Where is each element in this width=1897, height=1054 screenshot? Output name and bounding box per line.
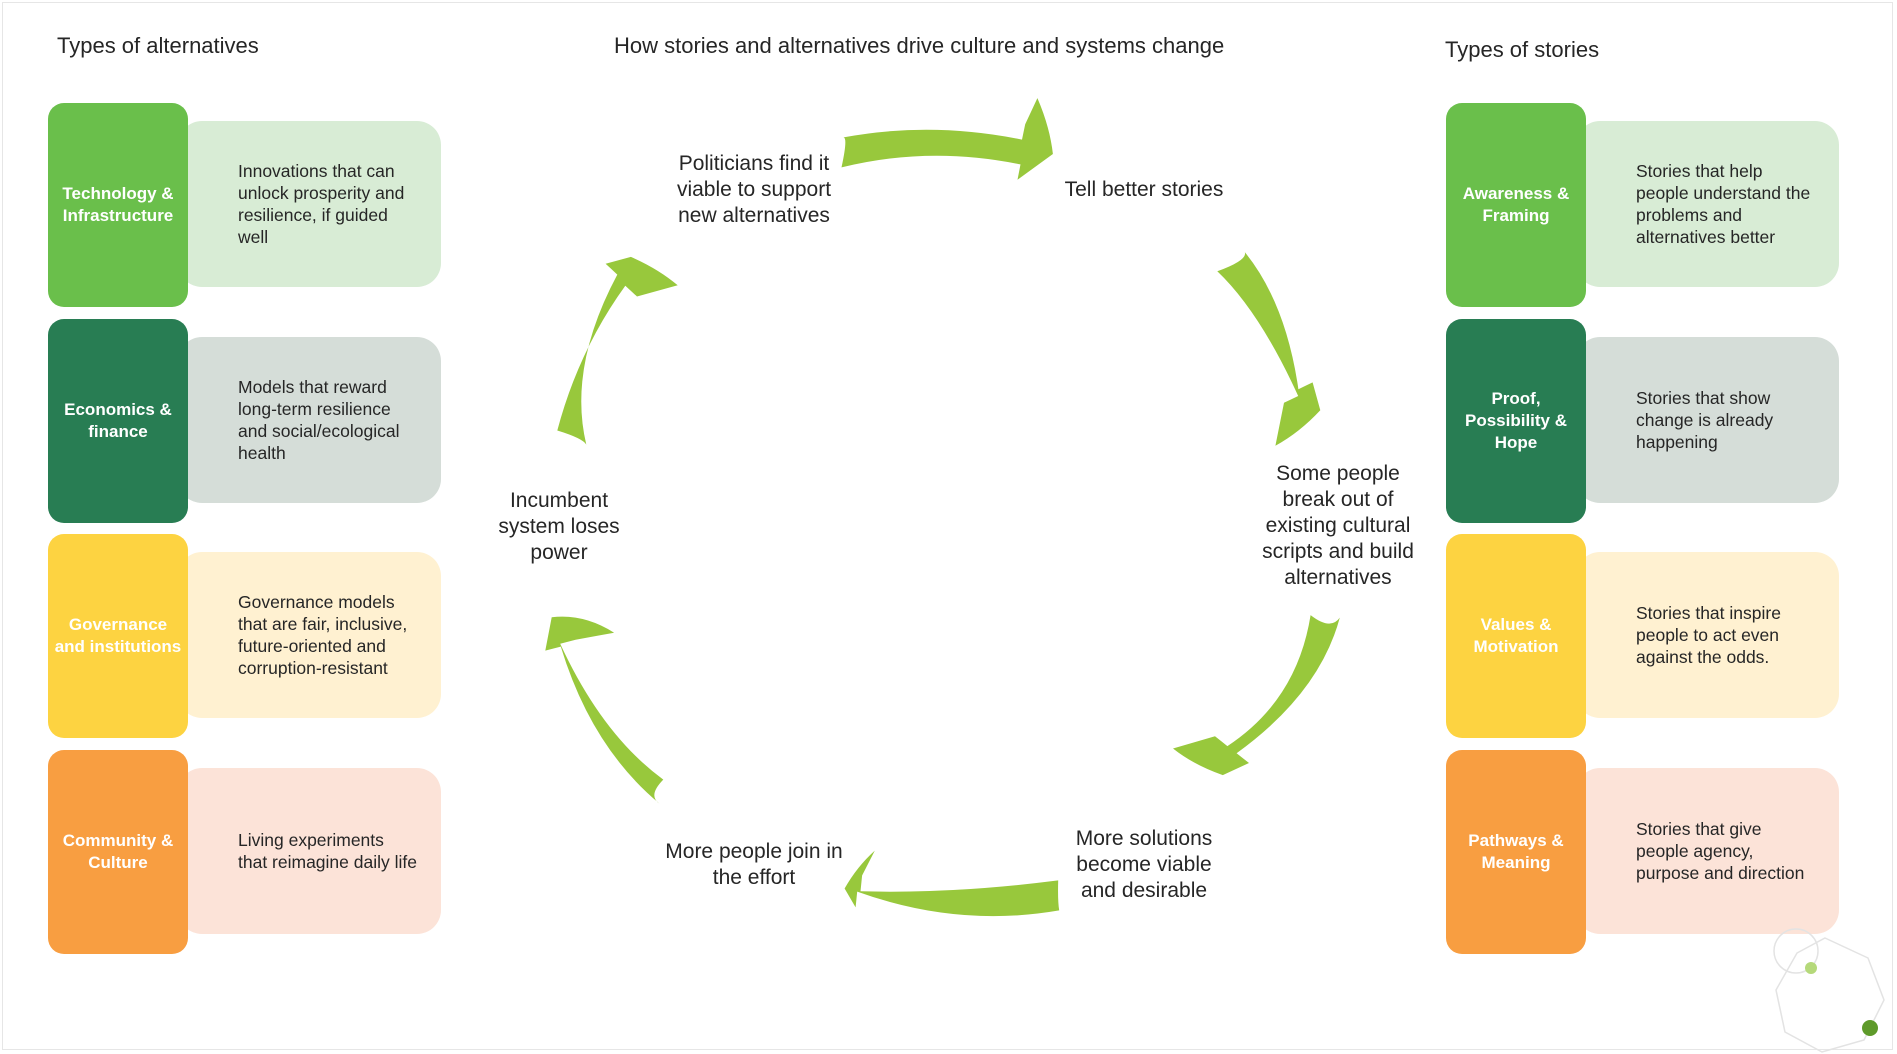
alternatives-title: Types of alternatives: [57, 33, 259, 58]
cycle-arrow-6: [557, 256, 678, 445]
alternative-label: Economics & finance: [48, 319, 188, 523]
cycle-arrow-5: [545, 616, 664, 804]
alternative-label: Technology & Infrastructure: [48, 103, 188, 307]
diagram-title: How stories and alternatives drive cultu…: [614, 33, 1225, 58]
cycle-step-break-out: Some people break out of existing cultur…: [1262, 462, 1414, 589]
alternative-description-box: Models that reward long-term resilience …: [178, 337, 441, 503]
alternative-card: Models that reward long-term resilience …: [48, 319, 441, 523]
cycle-step-politicians-support: Politicians find it viable to support ne…: [676, 152, 832, 227]
story-label: Pathways & Meaning: [1446, 750, 1586, 954]
story-card: Stories that help people understand the …: [1446, 103, 1839, 307]
story-description: Stories that help people understand the …: [1636, 161, 1811, 247]
cycle-step-solutions-viable: More solutions become viable and desirab…: [1075, 827, 1213, 902]
story-description: Stories that give people agency, purpose…: [1636, 819, 1805, 883]
story-label: Values & Motivation: [1446, 534, 1586, 738]
story-card: Stories that inspire people to act even …: [1446, 534, 1839, 738]
corner-decoration: [1773, 928, 1885, 1053]
alternative-label: Community & Culture: [48, 750, 188, 954]
cycle-arrow-3: [1173, 615, 1340, 776]
alternative-card: Governance models that are fair, inclusi…: [48, 534, 441, 738]
story-label: Awareness & Framing: [1446, 103, 1586, 307]
alternative-description: Innovations that can unlock prosperity a…: [238, 161, 405, 247]
cycle-step-incumbent-loses-power: Incumbent system loses power: [498, 489, 620, 564]
alternative-card: Living experiments that reimagine daily …: [48, 750, 441, 954]
cycle-step-tell-better-stories: Tell better stories: [1064, 178, 1224, 201]
story-description: Stories that inspire people to act even …: [1636, 603, 1781, 667]
alternative-description-box: Governance models that are fair, inclusi…: [178, 552, 441, 718]
story-description: Stories that show change is already happ…: [1636, 388, 1774, 452]
story-description-box: Stories that inspire people to act even …: [1576, 552, 1839, 718]
story-card: Stories that give people agency, purpose…: [1446, 750, 1839, 954]
alternative-card: Innovations that can unlock prosperity a…: [48, 103, 441, 307]
story-description-box: Stories that show change is already happ…: [1576, 337, 1839, 503]
stories-title: Types of stories: [1445, 37, 1600, 62]
story-label: Proof, Possibility & Hope: [1446, 319, 1586, 523]
alternative-description-box: Innovations that can unlock prosperity a…: [178, 121, 441, 287]
story-description-box: Stories that give people agency, purpose…: [1576, 768, 1839, 934]
cycle-step-people-join: More people join in the effort: [665, 840, 843, 889]
story-card: Stories that show change is already happ…: [1446, 319, 1839, 523]
alternative-description-box: Living experiments that reimagine daily …: [178, 768, 441, 934]
story-description-box: Stories that help people understand the …: [1576, 121, 1839, 287]
cycle-arrow-4: [844, 850, 1060, 917]
alternative-description: Living experiments that reimagine daily …: [238, 830, 417, 872]
cycle-arrow-1: [841, 98, 1053, 180]
cycle-arrow-2: [1217, 252, 1321, 446]
alternative-label: Governance and institutions: [48, 534, 188, 738]
alternative-description: Models that reward long-term resilience …: [238, 377, 400, 463]
alternative-description: Governance models that are fair, inclusi…: [238, 592, 408, 678]
